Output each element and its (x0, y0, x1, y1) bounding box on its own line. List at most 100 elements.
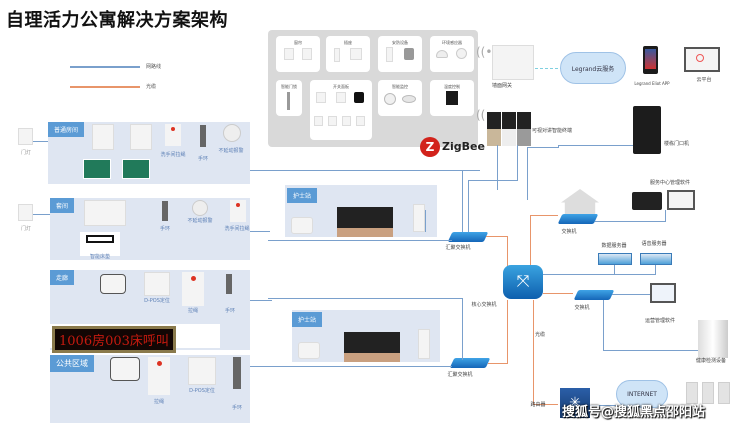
network-cable-line (558, 145, 633, 146)
building-icon (686, 382, 698, 404)
ops-monitor (650, 283, 676, 303)
zone-label: 护士站 (287, 188, 318, 203)
network-cable-line (462, 170, 463, 232)
wristband-icon (162, 201, 168, 221)
nurse-station-2: 护士站 (292, 310, 440, 362)
zone-normal-room: 普通房间 洗手间拉绳 手环 不延动报警 (48, 122, 250, 184)
switch-label: 交换机 (561, 229, 577, 235)
app-label: Legrand Eliot APP (634, 81, 670, 86)
network-cable-line (655, 265, 656, 275)
device-label: 不延动报警 (218, 148, 244, 154)
zigbee-device-panel: 窗帘 插座 安防设备 环境感应器 智能门锁 开关面板 智能监控 温度控制 (268, 30, 478, 147)
bedside-unit (92, 124, 114, 150)
zone-label: 套间 (50, 198, 75, 213)
zone-suite: 套间 智能床垫 手环 不延动报警 洗手间拉绳 (50, 198, 250, 260)
wireless-host-device (291, 217, 313, 234)
fiber-cable-line (530, 215, 531, 265)
building-icon (702, 382, 714, 404)
network-cable-line (268, 298, 463, 299)
led-display-box: 1006房003床呼叫 (50, 324, 220, 353)
device-label: 手环 (197, 156, 208, 162)
switch-label: 汇聚交换机 (447, 372, 473, 378)
card-temperature: 温度控制 (430, 80, 474, 116)
network-cable-line (527, 147, 558, 148)
device-label: 智能床垫 (89, 254, 110, 260)
internet-cloud: INTERNET (616, 380, 668, 408)
service-monitor (667, 190, 695, 210)
device-label: 洗手间拉绳 (224, 226, 250, 232)
core-switch-icon: ⤧ (503, 265, 543, 299)
legend-network-label: 网路线 (146, 64, 162, 70)
card-smart-lock: 智能门锁 (276, 80, 302, 116)
fiber-label: 光缆 (534, 332, 545, 338)
network-cable-line (497, 145, 498, 190)
legrand-cloud: Legrand云服务 (560, 52, 626, 84)
pull-cord-icon (182, 272, 204, 306)
network-cable-line (250, 170, 480, 171)
pull-cord-icon (148, 357, 170, 395)
data-server-label: 数据服务器 (601, 243, 627, 249)
watermark-text: 搜狐号@搜狐黑点邵阳站 (562, 405, 706, 420)
pm25-sensor-icon (436, 50, 448, 58)
door-sensor-icon (386, 47, 393, 62)
network-cable-line (250, 366, 270, 367)
zone-label: 公共区域 (50, 355, 94, 372)
switch-icon (314, 116, 323, 126)
card-title: 开关面板 (333, 84, 349, 89)
card-title: 插座 (344, 40, 352, 45)
switch2-label: 交换机 (574, 305, 590, 311)
network-cable-line (517, 145, 518, 181)
door-light-label: 门灯 (20, 150, 31, 156)
device-label: D-POS定位 (189, 388, 215, 394)
network-cable-line (543, 274, 655, 275)
switch-icon (316, 92, 326, 103)
access-switch (557, 214, 599, 224)
card-security: 安防设备 (378, 36, 422, 72)
building-icon (718, 382, 730, 404)
nurse-station-1: 护士站 (285, 185, 437, 237)
nurse-host-phone (344, 332, 400, 362)
card-curtain: 窗帘 (276, 36, 320, 72)
wall-gateway-device (492, 45, 534, 80)
zone-label: 普通房间 (48, 122, 85, 137)
fiber-cable-line (533, 300, 534, 405)
network-cable-line (268, 240, 452, 241)
router-icon: ✳ (560, 388, 590, 418)
smart-lock-icon (287, 92, 290, 110)
handheld-device (413, 204, 425, 232)
zone-public-area: 公共区域 拉绳 D-POS定位 手环 (50, 355, 250, 423)
aggregation-switch-2 (449, 358, 491, 368)
device-label: D-POS定位 (144, 298, 170, 304)
service-terminal-device (632, 192, 662, 210)
core-switch-label: 核心交换机 (471, 302, 497, 308)
router-label: 路由器 (530, 402, 546, 408)
cloud-platform-label: 云平台 (696, 77, 712, 83)
bedside-terminal (84, 200, 126, 226)
led-call-display: 1006房003床呼叫 (52, 326, 176, 353)
gateway-label: 墙面网关 (492, 83, 513, 89)
card-title: 安防设备 (392, 40, 408, 45)
fiber-cable-line (530, 215, 558, 216)
door-unit-device (633, 106, 661, 154)
switch-icon (342, 116, 351, 126)
card-monitoring: 智能监控 (378, 80, 422, 116)
fiber-cable-line (507, 236, 508, 266)
network-cable-line (590, 405, 618, 406)
door-light-label: 门灯 (20, 226, 31, 232)
switch-icon (356, 116, 365, 126)
smartphone-icon (643, 46, 658, 74)
voice-server-device (640, 253, 672, 265)
card-title: 智能监控 (392, 84, 408, 89)
network-cable-line (250, 300, 272, 301)
door-light-icon (18, 128, 33, 145)
dpos-locator-device (144, 272, 170, 296)
curtain-switch-icon (302, 48, 312, 60)
aggregation-switch-1 (447, 232, 489, 242)
fiber-cable-line (543, 293, 573, 294)
page-title: 自理活力公寓解决方案架构 (6, 10, 228, 31)
zigbee-logo-icon: Z (420, 137, 440, 157)
fiber-cable-line (533, 404, 558, 405)
legend-network-line (70, 66, 140, 68)
motion-alarm-icon (192, 200, 208, 216)
wireless-icon: ((• (476, 45, 493, 59)
